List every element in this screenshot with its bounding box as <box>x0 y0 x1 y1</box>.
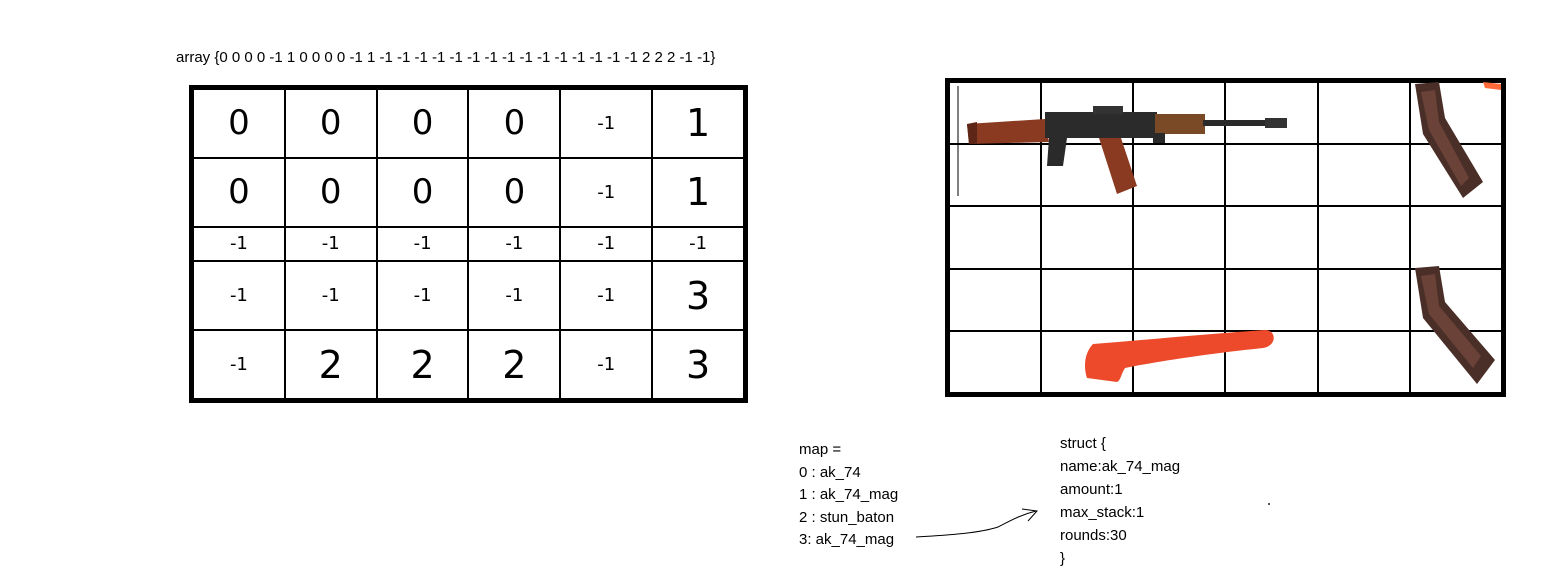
grid-cell-value: 2 <box>318 342 343 387</box>
grid-cell-value: 3 <box>685 342 711 387</box>
grid-row: -1 -1 -1 -1 -1 3 <box>192 260 745 332</box>
array-text: array {0 0 0 0 -1 1 0 0 0 0 -1 1 -1 -1 -… <box>176 49 716 66</box>
grid-cell-value: 0 <box>319 172 342 213</box>
grid-cell-value: 0 <box>503 172 526 213</box>
grid-cell: 2 <box>283 329 378 400</box>
grid-cell-value: 0 <box>228 103 250 144</box>
grid-cell: -1 <box>559 260 654 332</box>
struct-line-4: rounds:30 <box>1060 527 1127 544</box>
grid-cell-value: 0 <box>503 103 526 144</box>
grid-cell: 2 <box>467 329 562 400</box>
grid-cell: 0 <box>283 88 378 159</box>
grid-cell-value: -1 <box>321 285 340 307</box>
grid-row: -1 2 2 2 -1 3 <box>192 329 745 400</box>
grid-cell: 0 <box>192 88 286 159</box>
grid-cell-value: -1 <box>597 233 616 255</box>
struct-line-3: max_stack:1 <box>1060 504 1145 521</box>
grid-row: -1 -1 -1 -1 -1 -1 <box>192 225 745 263</box>
grid-cell: 1 <box>651 156 745 228</box>
grid-cell-value: 2 <box>502 342 527 387</box>
struct-line-5: } <box>1060 550 1066 567</box>
grid-cell: -1 <box>283 260 378 332</box>
grid-cell: -1 <box>283 225 378 263</box>
grid-cell-value: 0 <box>411 103 434 144</box>
map-entry-0: 0 : ak_74 <box>799 463 861 481</box>
grid-cell-value: 3 <box>685 273 711 318</box>
inventory-grid <box>945 78 1506 397</box>
grid-cell-value: -1 <box>597 285 616 307</box>
grid-cell: 0 <box>375 88 470 159</box>
struct-line-1: name:ak_74_mag <box>1060 458 1181 475</box>
grid-cell: -1 <box>467 260 562 332</box>
grid-cell-value: -1 <box>689 233 708 255</box>
grid-cell-value: 0 <box>319 103 342 144</box>
grid-cell-value: -1 <box>597 354 616 376</box>
grid-cell-value: 0 <box>411 172 434 213</box>
grid-cell-value: 1 <box>685 101 711 146</box>
grid-cell: 1 <box>651 88 745 159</box>
grid-cell-value: -1 <box>321 233 340 255</box>
grid-row: 0 0 0 0 -1 1 <box>192 156 745 228</box>
grid-cell-value: 0 <box>228 172 250 213</box>
grid-cell: -1 <box>559 156 654 228</box>
grid-cell: -1 <box>375 225 470 263</box>
grid-cell-value: -1 <box>229 233 248 255</box>
grid-cell: -1 <box>192 225 286 263</box>
grid-cell-value: -1 <box>413 285 432 307</box>
map-entry-3: 3: ak_74_mag <box>799 531 895 548</box>
grid-cell: -1 <box>467 225 562 263</box>
grid-cell-value: -1 <box>597 181 616 203</box>
grid-cell: 0 <box>467 156 562 228</box>
grid-cell: 0 <box>467 88 562 159</box>
struct-line-2: amount:1 <box>1060 481 1123 498</box>
grid-cell: -1 <box>651 225 745 263</box>
struct-definition: struct { name:ak_74_mag amount:1 max_sta… <box>1060 432 1180 570</box>
grid-cell-value: -1 <box>505 233 524 255</box>
map-entry-1: 1 : ak_74_mag <box>799 486 899 503</box>
grid-cell-value: -1 <box>229 285 248 307</box>
grid-cell-value: -1 <box>229 354 248 376</box>
grid-cell: 0 <box>192 156 286 228</box>
grid-cell: -1 <box>192 329 286 400</box>
grid-cell: 0 <box>375 156 470 228</box>
stray-dot <box>1268 503 1270 505</box>
grid-cell-value: 1 <box>685 170 711 215</box>
grid-cell-value: -1 <box>505 285 524 307</box>
grid-cell-value: -1 <box>413 233 432 255</box>
grid-cell: 2 <box>375 329 470 400</box>
map-title: map = <box>799 441 842 458</box>
arrow-connector <box>915 508 1039 538</box>
grid-cell: -1 <box>559 88 654 159</box>
grid-cell-value: -1 <box>597 112 616 134</box>
struct-line-0: struct { <box>1060 435 1106 452</box>
grid-cell: -1 <box>559 225 654 263</box>
grid-cell: -1 <box>375 260 470 332</box>
grid-cell: 3 <box>651 260 745 332</box>
grid-row: 0 0 0 0 -1 1 <box>192 88 745 159</box>
map-entry-2: 2 : stun_baton <box>799 508 895 526</box>
grid-cell: -1 <box>559 329 654 400</box>
grid-cell: 0 <box>283 156 378 228</box>
array-grid: 0 0 0 0 -1 1 0 0 0 0 -1 1 -1 -1 -1 -1 -1 -1 -1 -1 -1 -1 -1 3 -1 2… <box>189 85 748 403</box>
grid-cell: 3 <box>651 329 745 400</box>
grid-cell: -1 <box>192 260 286 332</box>
map-legend: map = 0 : ak_74 1 : ak_74_mag 2 : stun_b… <box>799 439 898 552</box>
grid-cell-value: 2 <box>410 342 435 387</box>
